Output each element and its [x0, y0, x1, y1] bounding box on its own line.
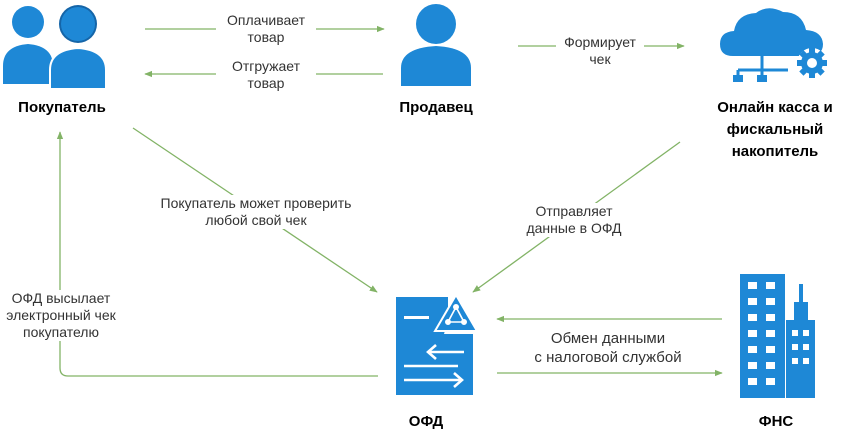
- office-building-icon: [740, 274, 815, 398]
- seller-label: Продавец: [399, 99, 473, 116]
- node-fns-label: ФНС: [726, 411, 826, 433]
- cloud-gear-icon: [720, 8, 827, 82]
- label-forms-line2: чек: [589, 51, 611, 67]
- label-ofd-sends-line1: ОФД высылает: [11, 290, 111, 306]
- label-ofd-sends: ОФД высылает электронный чек покупателю: [2, 290, 120, 341]
- label-ships: Отгружает товар: [216, 58, 316, 92]
- kassa-label-line2: фискальный: [726, 121, 824, 138]
- buyer-label: Покупатель: [18, 99, 106, 116]
- users-icon: [3, 5, 107, 90]
- user-icon: [401, 4, 471, 86]
- label-verify-line2: любой свой чек: [205, 212, 307, 228]
- node-seller-label: Продавец: [374, 97, 498, 119]
- label-forms-line1: Формирует: [564, 34, 636, 50]
- ofd-label: ОФД: [408, 413, 444, 430]
- edge-ofd-sends: [56, 131, 378, 377]
- label-sends-line1: Отправляет: [535, 203, 613, 219]
- label-ships-line1: Отгружает: [231, 58, 301, 74]
- label-pays-line2: товар: [247, 29, 285, 45]
- node-ofd-label: ОФД: [376, 411, 476, 433]
- label-exchange-line1: Обмен данными: [550, 330, 666, 347]
- label-exchange-line2: с налоговой службой: [534, 349, 682, 366]
- label-verify: Покупатель может проверить любой свой че…: [148, 195, 364, 229]
- label-sends: Отправляет данные в ОФД: [516, 203, 632, 237]
- server-network-icon: [396, 293, 479, 395]
- node-kassa-label: Онлайн касса и фискальный накопитель: [700, 97, 850, 163]
- kassa-label-line1: Онлайн касса и: [717, 99, 833, 116]
- label-forms: Формирует чек: [556, 34, 644, 68]
- node-buyer-label: Покупатель: [0, 97, 124, 119]
- label-pays: Оплачивает товар: [216, 12, 316, 46]
- label-ships-line2: товар: [247, 75, 285, 91]
- label-ofd-sends-line2: электронный чек: [6, 307, 116, 323]
- label-exchange: Обмен данными с налоговой службой: [510, 329, 706, 367]
- label-ofd-sends-line3: покупателю: [23, 324, 99, 340]
- fns-label: ФНС: [758, 413, 794, 430]
- label-pays-line1: Оплачивает: [226, 12, 306, 28]
- label-verify-line1: Покупатель может проверить: [160, 195, 352, 211]
- kassa-label-line3: накопитель: [731, 143, 819, 160]
- label-sends-line2: данные в ОФД: [526, 220, 622, 236]
